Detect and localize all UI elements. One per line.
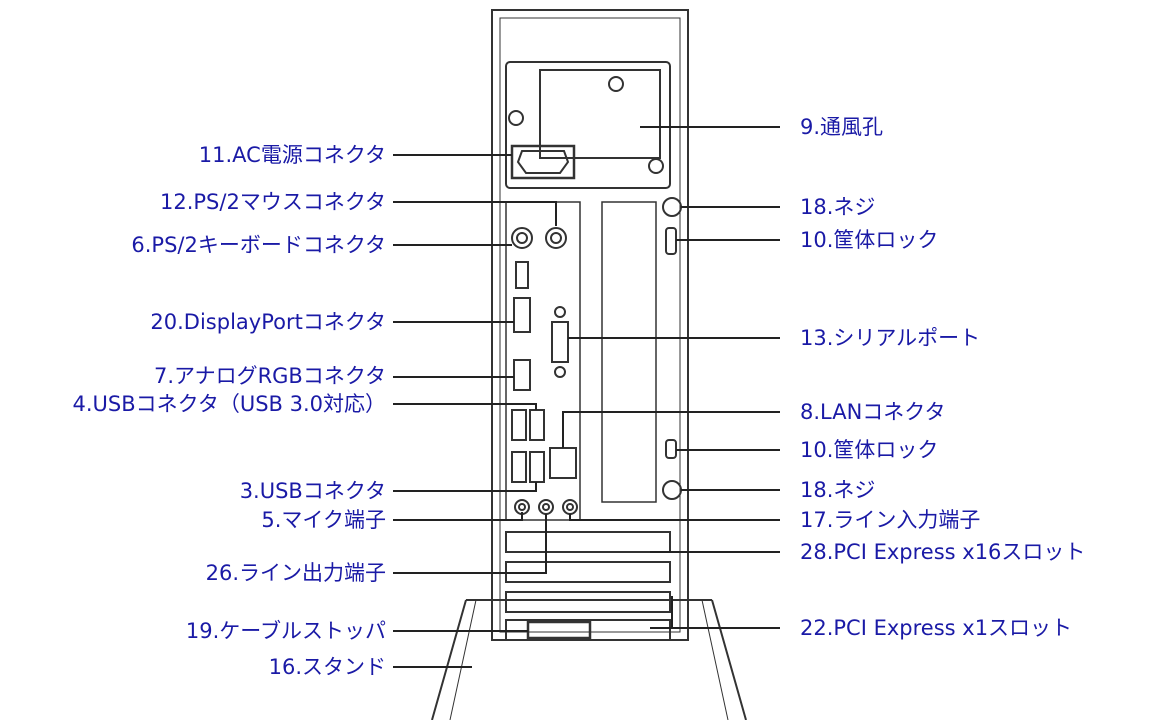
label-pcie-x16-slot: 28.PCI Express x16スロット: [800, 540, 1086, 564]
label-chassis-lock-top: 10.筐体ロック: [800, 228, 939, 252]
label-stand: 16.スタンド: [268, 655, 386, 679]
label-analog-rgb-connector: 7.アナログRGBコネクタ: [153, 364, 386, 388]
label-chassis-lock-bottom: 10.筐体ロック: [800, 438, 939, 462]
label-cable-stopper: 19.ケーブルストッパ: [185, 619, 386, 643]
label-usb-connector: 3.USBコネクタ: [239, 479, 386, 503]
label-ac-power-connector: 11.AC電源コネクタ: [198, 143, 386, 167]
label-vent: 9.通風孔: [800, 115, 884, 139]
label-line-out-jack: 26.ライン出力端子: [205, 561, 386, 585]
label-lan-connector: 8.LANコネクタ: [800, 400, 946, 424]
label-displayport-connector: 20.DisplayPortコネクタ: [150, 310, 386, 334]
label-serial-port: 13.シリアルポート: [800, 326, 981, 350]
label-ps2-keyboard-connector: 6.PS/2キーボードコネクタ: [131, 233, 386, 257]
label-line-in-jack: 17.ライン入力端子: [800, 508, 981, 532]
label-usb3-connector: 4.USBコネクタ（USB 3.0対応）: [72, 392, 386, 416]
label-screw-top: 18.ネジ: [800, 195, 876, 219]
label-screw-bottom: 18.ネジ: [800, 478, 876, 502]
label-pcie-x1-slot: 22.PCI Express x1スロット: [800, 616, 1073, 640]
label-mic-jack: 5.マイク端子: [261, 508, 386, 532]
label-ps2-mouse-connector: 12.PS/2マウスコネクタ: [160, 190, 386, 214]
